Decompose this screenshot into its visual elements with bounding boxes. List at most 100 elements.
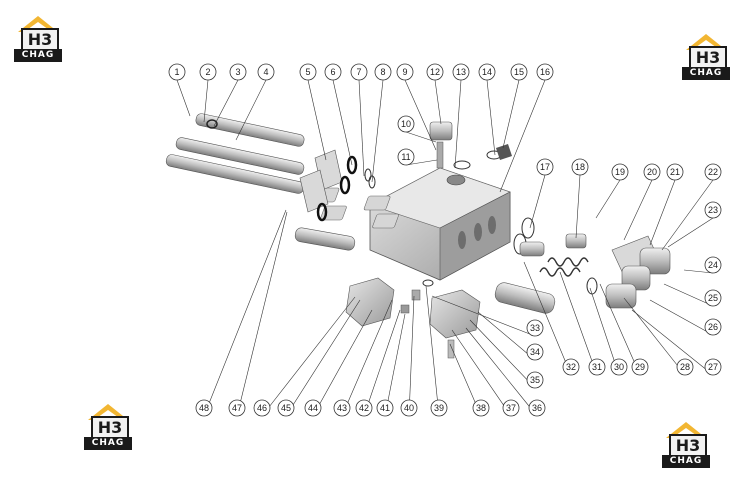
leader-line <box>307 79 327 161</box>
callout-number: 41 <box>380 403 390 413</box>
callout-number: 1 <box>174 67 179 77</box>
logo-text: CHAG <box>84 437 132 450</box>
brand-logo: H3 CHAG <box>678 28 734 80</box>
callout-number: 8 <box>380 67 385 77</box>
callout-number: 19 <box>615 167 625 177</box>
callout-circle <box>611 163 629 181</box>
callout-circle <box>430 399 448 417</box>
callout-circle <box>526 371 544 389</box>
callout-number: 15 <box>514 67 524 77</box>
callout-number: 2 <box>205 67 210 77</box>
callout-number: 3 <box>235 67 240 77</box>
leader-line <box>358 79 365 177</box>
callout-circle <box>510 63 528 81</box>
callout-circle <box>704 289 722 307</box>
leader-line <box>332 79 353 166</box>
leader-line <box>683 269 714 274</box>
callout-number: 12 <box>430 67 440 77</box>
callout-circle <box>666 163 684 181</box>
callout-circle <box>704 163 722 181</box>
callout-circle <box>374 63 392 81</box>
leader-line <box>529 174 546 229</box>
leader-line <box>203 209 287 417</box>
callout-circle <box>350 63 368 81</box>
leader-line <box>649 179 676 246</box>
leader-line <box>176 79 191 117</box>
callout-number: 6 <box>330 67 335 77</box>
callout-number: 20 <box>647 167 657 177</box>
callout-number: 16 <box>540 67 550 77</box>
callout-number: 44 <box>308 403 318 413</box>
leader-line <box>477 311 536 361</box>
callout-number: 23 <box>708 205 718 215</box>
callout-number: 18 <box>575 162 585 172</box>
callout-circle <box>400 399 418 417</box>
callout-circle <box>396 63 414 81</box>
leader-line <box>523 261 572 376</box>
brand-logo: H3 CHAG <box>658 416 714 468</box>
callout-number: 40 <box>404 403 414 413</box>
callout-circle <box>229 63 247 81</box>
callout-number: 9 <box>402 67 407 77</box>
callout-number: 31 <box>592 362 602 372</box>
callout-circle <box>304 399 322 417</box>
logo-text: CHAG <box>662 455 710 468</box>
leader-line <box>499 79 546 193</box>
callout-number: 29 <box>635 362 645 372</box>
leader-line <box>235 79 267 141</box>
callout-circle <box>472 399 490 417</box>
callout-number: 48 <box>199 403 209 413</box>
leader-line <box>285 299 361 417</box>
leader-line <box>454 79 462 169</box>
callout-number: 45 <box>281 403 291 413</box>
bottom-blocks <box>345 277 481 359</box>
leader-line <box>465 327 538 417</box>
callout-number: 34 <box>530 347 540 357</box>
callout-circle <box>228 399 246 417</box>
callout-circle <box>704 256 722 274</box>
callout-circle <box>199 63 217 81</box>
callout-circle <box>502 399 520 417</box>
callout-number: 33 <box>530 323 540 333</box>
callout-number: 11 <box>401 152 410 162</box>
callout-number: 46 <box>257 403 267 413</box>
callout-number: 4 <box>263 67 268 77</box>
callout-number: 21 <box>670 167 680 177</box>
leader-line <box>236 211 288 417</box>
logo-text: CHAG <box>682 67 730 80</box>
callout-number: 36 <box>532 403 542 413</box>
callout-circle <box>610 358 628 376</box>
leader-line <box>431 295 536 337</box>
callout-number: 28 <box>680 362 690 372</box>
spools <box>165 113 356 251</box>
plates-and-seals <box>206 119 502 222</box>
callout-circle <box>526 319 544 337</box>
callout-number: 47 <box>232 403 242 413</box>
callout-number: 38 <box>476 403 486 413</box>
leader-line <box>434 79 442 125</box>
leader-line <box>312 309 373 417</box>
callout-number: 25 <box>708 293 718 303</box>
leader-line <box>663 283 714 307</box>
leader-line <box>649 299 714 336</box>
leader-line <box>261 296 356 417</box>
callout-circle <box>324 63 342 81</box>
callout-circle <box>253 399 271 417</box>
right-side-parts <box>494 217 671 314</box>
leader-line <box>384 313 406 417</box>
callout-number: 17 <box>540 162 550 172</box>
callout-circle <box>631 358 649 376</box>
valve-body <box>312 167 511 281</box>
callout-circle <box>376 399 394 417</box>
callout-circle <box>588 358 606 376</box>
leader-line <box>595 179 621 219</box>
callout-circle <box>536 158 554 176</box>
callout-circle <box>704 358 722 376</box>
callout-number: 43 <box>337 403 347 413</box>
callout-circle <box>562 358 580 376</box>
callout-circle <box>257 63 275 81</box>
callout-number: 32 <box>566 362 576 372</box>
brand-logo: H3 CHAG <box>10 10 66 62</box>
